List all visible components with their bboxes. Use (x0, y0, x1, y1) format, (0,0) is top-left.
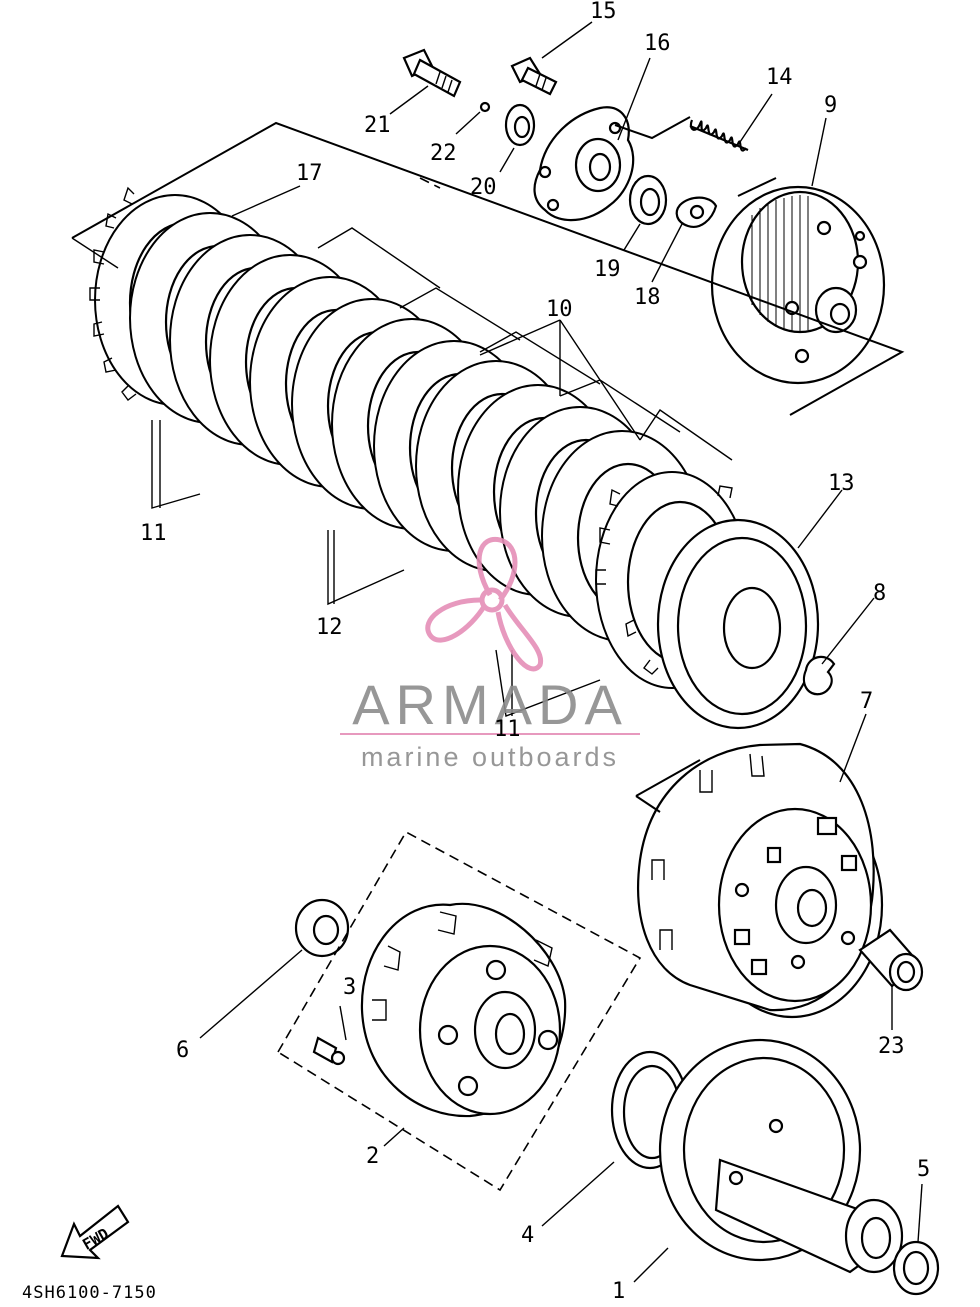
callout-8: 8 (873, 581, 886, 606)
washer-5 (892, 1240, 940, 1296)
watermark-logo: ARMADA marine outboards (340, 536, 640, 772)
callout-4: 4 (521, 1223, 534, 1248)
callout-16: 16 (644, 31, 671, 56)
driven-gear-assembly-2 (360, 902, 567, 1118)
callout-2: 2 (366, 1144, 379, 1169)
clutch-disc-stack (89, 186, 749, 689)
callout-21: 21 (364, 113, 391, 138)
fwd-arrow (60, 1204, 130, 1260)
callout-23: 23 (878, 1034, 905, 1059)
bolt-15 (510, 56, 558, 96)
pin-22 (479, 101, 491, 113)
nut-6 (294, 898, 350, 958)
group-lines (60, 116, 905, 1260)
pin-3 (312, 1036, 346, 1066)
callout-15: 15 (590, 0, 617, 24)
callout-12: 12 (316, 615, 343, 640)
circlip-8 (802, 655, 836, 696)
callout-20: 20 (470, 175, 497, 200)
diagram-code: 4SH6100-7150 (22, 1283, 157, 1302)
callout-10: 10 (546, 297, 573, 322)
callout-11-left: 11 (140, 521, 167, 546)
callout-labels: 1 2 3 4 5 6 7 8 9 10 11 11 12 13 14 15 1… (140, 0, 930, 1304)
callout-6: 6 (176, 1038, 189, 1063)
callout-17: 17 (296, 161, 323, 186)
washer-18 (675, 196, 718, 228)
callout-11-lower: 11 (494, 717, 521, 742)
callout-18: 18 (634, 285, 661, 310)
callout-5: 5 (917, 1157, 930, 1182)
callout-13: 13 (828, 471, 855, 496)
clutch-housing-7 (637, 742, 884, 1019)
callout-22: 22 (430, 141, 457, 166)
bolt-21 (402, 48, 462, 98)
primary-drive-gear-1 (658, 1038, 904, 1274)
callout-19: 19 (594, 257, 621, 282)
watermark-subtitle: marine outboards (361, 742, 619, 772)
plate-16 (533, 106, 635, 222)
bearing-19 (628, 174, 668, 226)
spring-14 (689, 119, 749, 152)
callout-14: 14 (766, 65, 793, 90)
pressure-plate-13 (656, 518, 820, 730)
callout-3: 3 (343, 975, 356, 1000)
pressure-plate-9 (710, 185, 886, 385)
bearing-20 (504, 103, 536, 147)
collar-23 (858, 928, 924, 992)
propeller-icon (425, 536, 544, 672)
leader-lines (199, 21, 923, 1283)
callout-1: 1 (612, 1279, 625, 1302)
callout-9: 9 (824, 93, 837, 118)
watermark-title: ARMADA (352, 673, 628, 736)
callout-7: 7 (860, 689, 873, 714)
